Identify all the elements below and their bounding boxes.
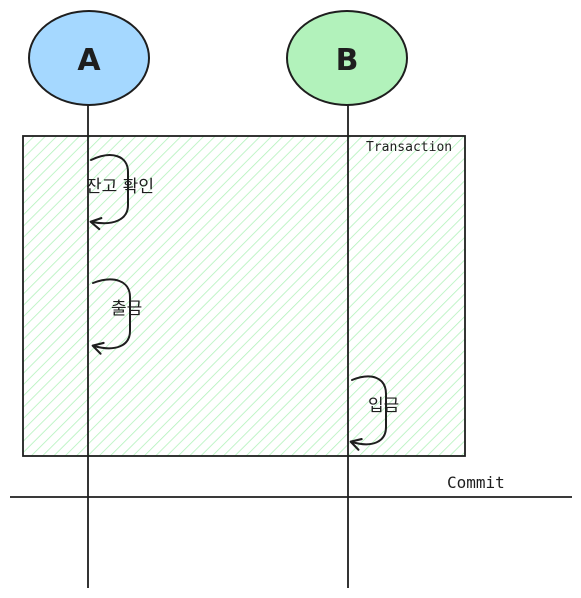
step-label: 입금 bbox=[368, 396, 399, 416]
transaction-box: Transaction bbox=[22, 135, 466, 457]
step-deposit: 입금 bbox=[349, 375, 399, 451]
actor-a: A bbox=[28, 10, 150, 106]
actor-b-label: B bbox=[336, 43, 359, 78]
commit-label: Commit bbox=[447, 473, 505, 492]
actor-a-label: A bbox=[77, 43, 101, 78]
transaction-label: Transaction bbox=[366, 140, 452, 155]
actor-b-circle bbox=[286, 10, 408, 106]
step-balance-check: 잔고 확인 bbox=[86, 154, 154, 231]
transaction-box-border bbox=[22, 135, 466, 457]
self-loop-arrow bbox=[91, 278, 131, 355]
self-loop-arrow bbox=[349, 375, 387, 451]
step-withdraw: 출금 bbox=[91, 278, 142, 355]
transaction-box-fill bbox=[23, 136, 465, 456]
self-loop-arrow bbox=[89, 154, 129, 231]
step-label: 출금 bbox=[111, 299, 142, 319]
step-label: 잔고 확인 bbox=[86, 177, 154, 197]
commit-marker: Commit bbox=[10, 473, 572, 498]
actor-a-circle bbox=[28, 10, 150, 106]
actor-b: B bbox=[286, 10, 408, 106]
